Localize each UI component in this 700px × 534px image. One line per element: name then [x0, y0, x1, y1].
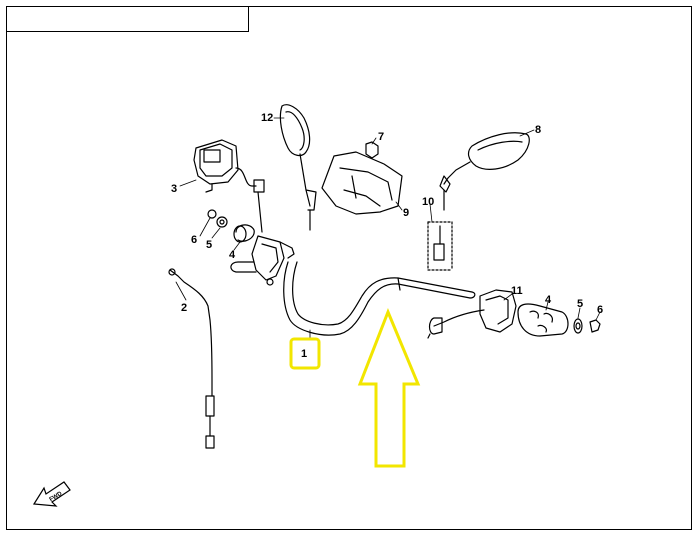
callout-12: 12 [261, 112, 273, 124]
throttle-cable[interactable] [168, 268, 215, 449]
mirror-bracket[interactable] [427, 221, 453, 271]
callout-4-right: 4 [545, 294, 552, 306]
callout-7: 7 [378, 131, 384, 143]
right-switch-housing[interactable] [427, 289, 517, 339]
leader-lines [175, 117, 601, 341]
headlight-cover[interactable] [321, 151, 403, 215]
title-box [6, 6, 249, 32]
callout-10: 10 [422, 196, 434, 208]
callout-3: 3 [171, 183, 177, 195]
callout-2: 2 [181, 302, 187, 314]
drawing-frame [6, 6, 692, 530]
left-mirror[interactable] [279, 104, 317, 231]
callout-9: 9 [403, 207, 409, 219]
callout-5-left: 5 [206, 239, 212, 251]
fwd-arrow-icon: FWD [32, 481, 71, 507]
highlight-box [289, 337, 321, 370]
right-washer-bolt[interactable] [573, 318, 601, 334]
callout-1: 1 [301, 348, 307, 360]
callout-4-left: 4 [229, 249, 236, 261]
highlight-arrow [357, 307, 421, 468]
callout-6-right: 6 [597, 304, 603, 316]
brake-master-cylinder[interactable] [193, 139, 265, 233]
callout-6-left: 6 [191, 234, 197, 246]
cover-nut[interactable] [365, 141, 379, 159]
left-bolt-washer[interactable] [207, 209, 228, 228]
handlebar[interactable] [283, 261, 476, 336]
callout-8: 8 [535, 124, 541, 136]
callout-5-right: 5 [577, 298, 583, 310]
right-mirror[interactable] [439, 132, 530, 211]
right-grip[interactable] [517, 303, 569, 337]
callout-11: 11 [511, 285, 523, 297]
